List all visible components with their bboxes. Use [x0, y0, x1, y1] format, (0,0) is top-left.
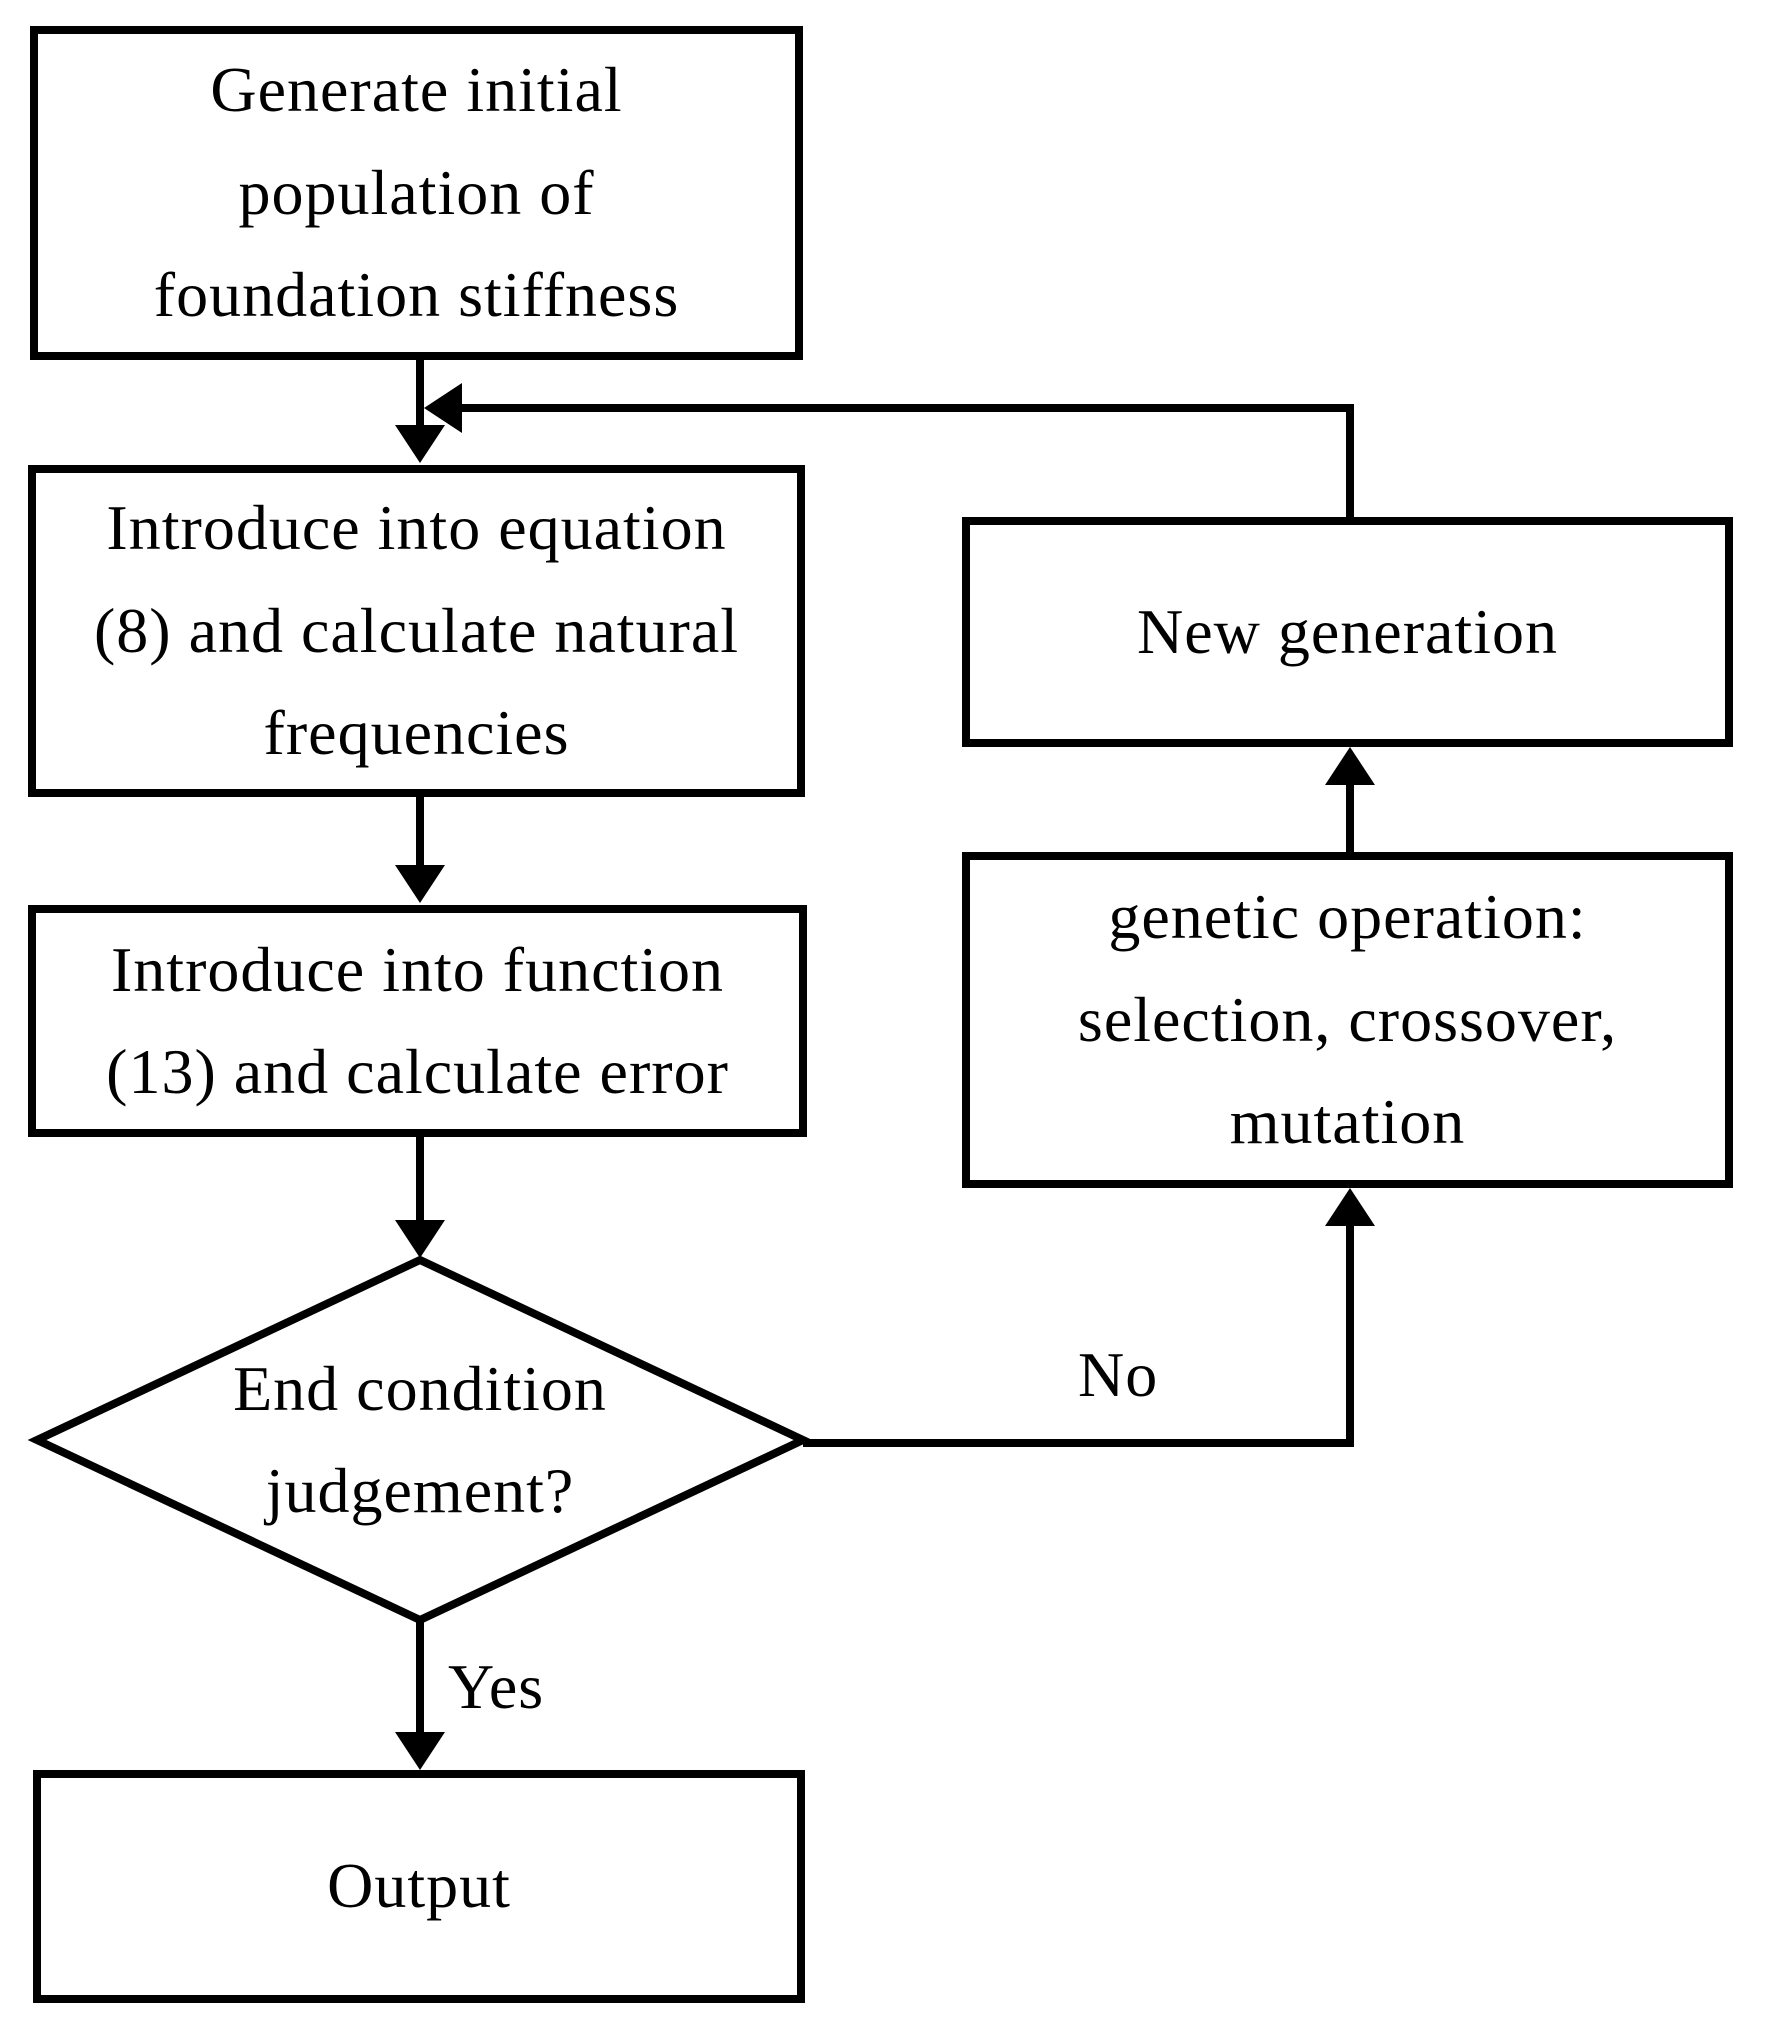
node-new-generation: New generation [962, 517, 1733, 747]
node-end-condition-judgement: End condition judgement? [120, 1330, 720, 1550]
node-generate-initial-population-label: Generate initial population of foundatio… [153, 54, 680, 331]
node-generate-initial-population: Generate initial population of foundatio… [30, 26, 803, 360]
arrow-newgen-feedback [424, 383, 1354, 517]
arrow-genop-to-newgen [1325, 747, 1375, 852]
arrow-judgement-to-genop [803, 1188, 1375, 1447]
arrowhead-up-icon [1325, 747, 1375, 785]
node-introduce-function-13-label: Introduce into function (13) and calcula… [106, 933, 729, 1107]
arrowhead-down-icon [395, 1220, 445, 1258]
arrow-equation-to-function [395, 797, 445, 903]
arrowhead-left-icon [424, 383, 462, 433]
arrowhead-down-icon [395, 865, 445, 903]
node-output: Output [33, 1770, 805, 2003]
arrowhead-down-icon [395, 425, 445, 463]
edge-label-yes: Yes [448, 1651, 545, 1722]
arrowhead-up-icon [1325, 1188, 1375, 1226]
arrowhead-down-icon [395, 1732, 445, 1770]
edge-label-no: No [1078, 1339, 1159, 1410]
node-introduce-function-13: Introduce into function (13) and calcula… [28, 905, 807, 1137]
node-introduce-equation-8-label: Introduce into equation (8) and calculat… [93, 492, 740, 769]
node-introduce-equation-8: Introduce into equation (8) and calculat… [28, 465, 805, 797]
node-genetic-operation: genetic operation: selection, crossover,… [962, 852, 1733, 1188]
arrow-judgement-to-output [395, 1620, 445, 1770]
node-new-generation-label: New generation [1137, 595, 1558, 667]
node-end-condition-judgement-label: End condition judgement? [233, 1352, 607, 1526]
node-genetic-operation-label: genetic operation: selection, crossover,… [1077, 881, 1618, 1158]
arrow-generate-to-equation [395, 360, 445, 463]
arrow-function-to-judgement [395, 1137, 445, 1258]
decision-diamond-shape [27, 1255, 813, 1625]
node-output-label: Output [327, 1850, 511, 1922]
